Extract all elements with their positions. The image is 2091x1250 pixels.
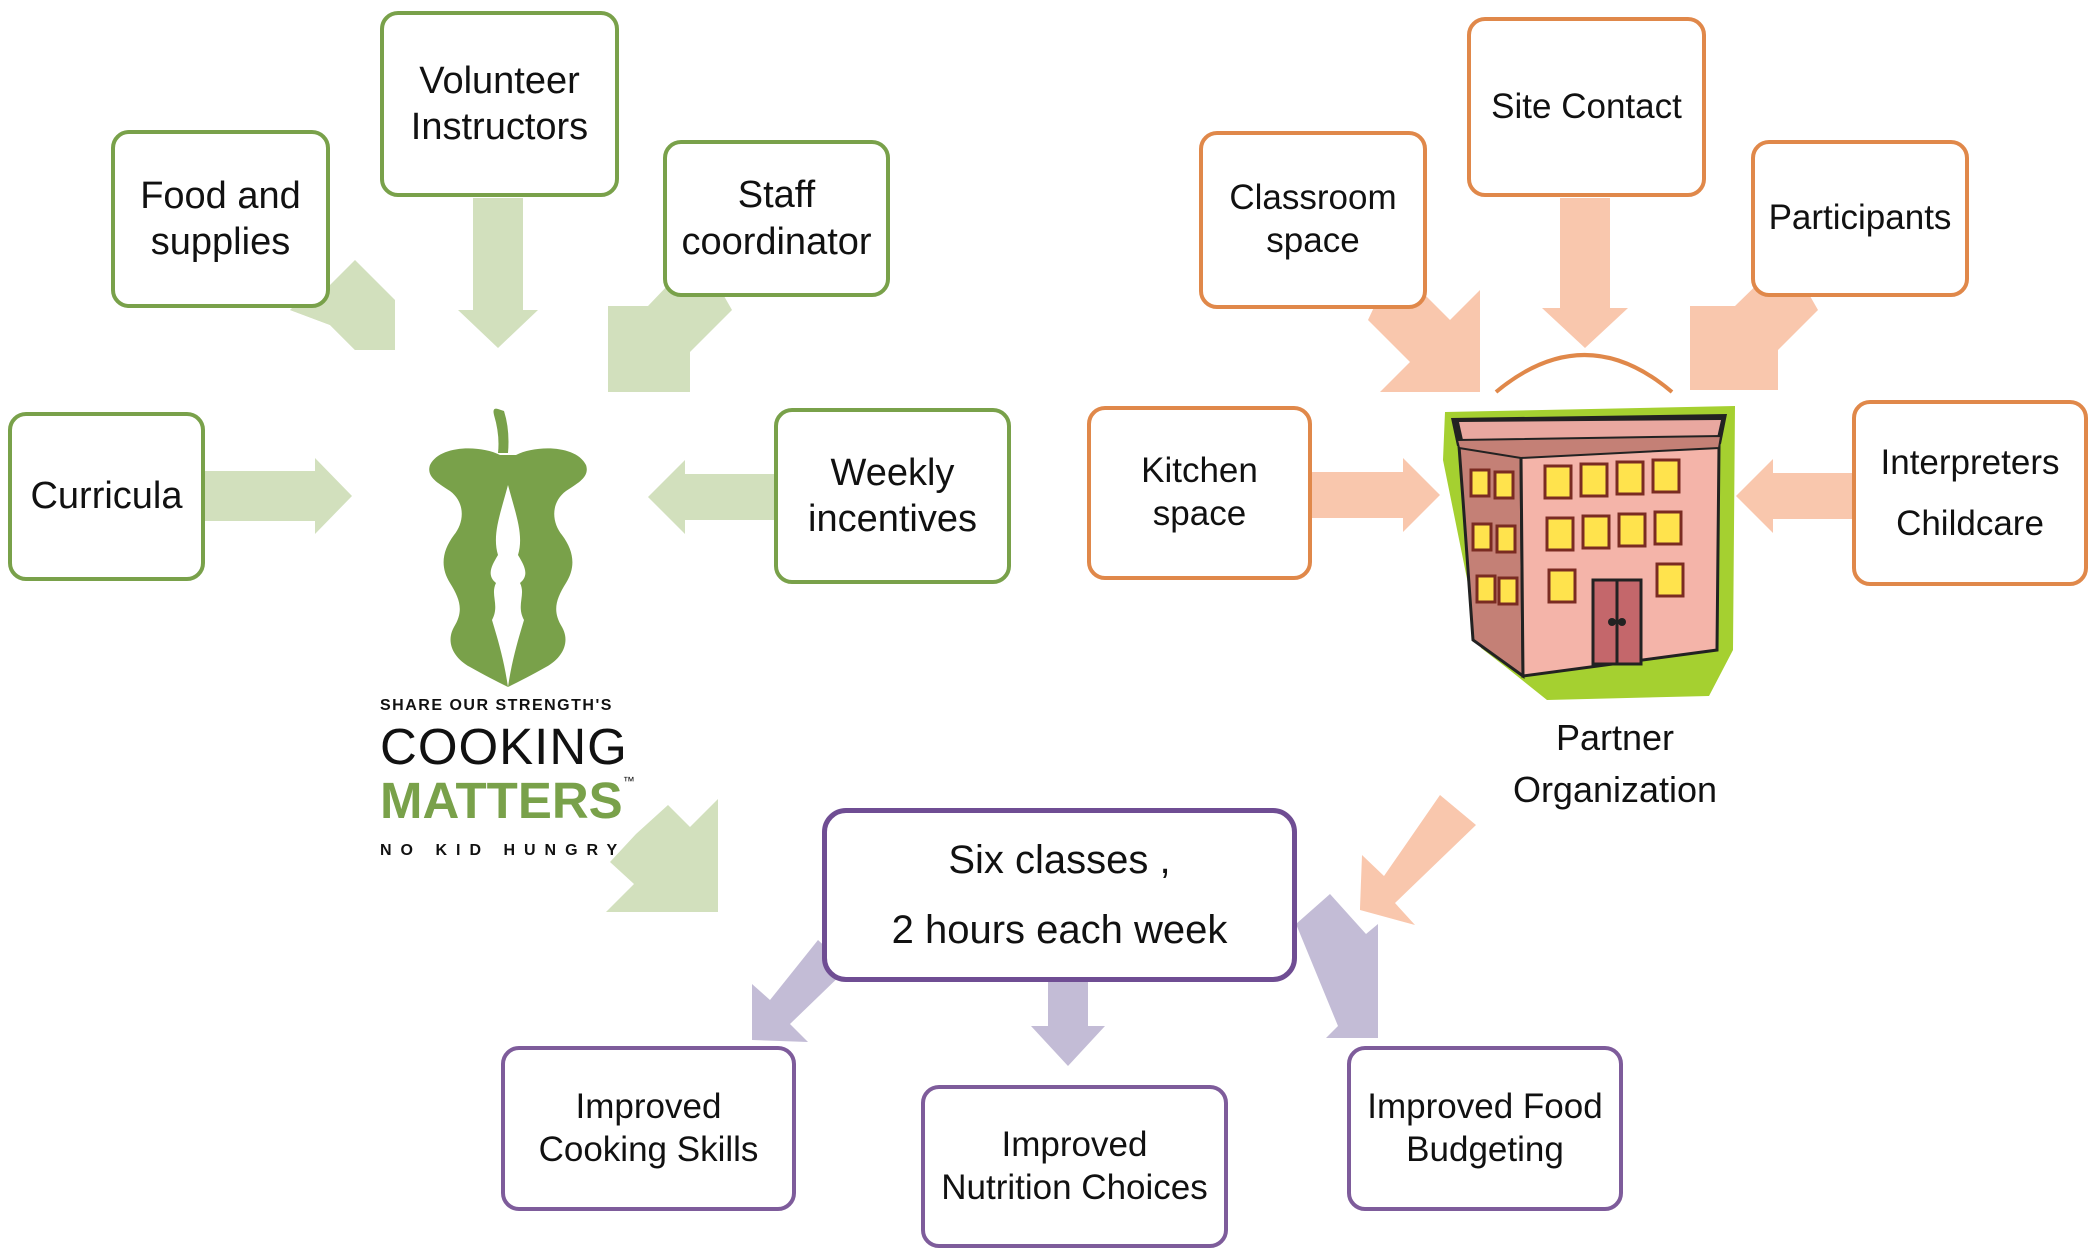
curricula-line1: Curricula	[30, 475, 183, 518]
nutrition-choices-line1: Improved	[1001, 1124, 1148, 1164]
food-budgeting-line2: Budgeting	[1406, 1129, 1564, 1169]
food-and-supplies-box: Food and supplies	[111, 130, 330, 308]
site-contact-box: Site Contact	[1467, 17, 1706, 197]
partner-label-line2: Organization	[1512, 769, 1718, 811]
partner-organization-label: Partner Organization	[1470, 712, 1760, 816]
participants-box: Participants	[1751, 140, 1969, 297]
kitchen-space-line1: Kitchen	[1141, 451, 1258, 491]
kitchen-space-line2: space	[1152, 494, 1247, 533]
staff-coordinator-line1: Staff	[737, 174, 816, 217]
logo-line1: SHARE OUR STRENGTH'S	[380, 697, 613, 714]
staff-coordinator-box: Staff coordinator	[663, 140, 890, 297]
classroom-space-line2: space	[1266, 221, 1360, 260]
volunteer-instructors-box: Volunteer Instructors	[380, 11, 619, 197]
classroom-space-box: Classroom space	[1199, 131, 1427, 309]
interpreters-childcare-box: Interpreters Childcare	[1852, 400, 2088, 586]
interpreters-childcare-line1: Interpreters	[1880, 442, 2060, 482]
interpreters-childcare-line2: Childcare	[1896, 504, 2044, 543]
partner-label-line1: Partner	[1555, 717, 1675, 758]
arrow-interpreters-to-partner	[1736, 459, 1853, 533]
cooking-matters-logo: SHARE OUR STRENGTH'S COOKING MATTERS™ NO…	[380, 405, 645, 865]
cooking-skills-line2: Cooking Skills	[538, 1129, 759, 1169]
site-contact-line1: Site Contact	[1491, 86, 1682, 126]
nutrition-choices-box: Improved Nutrition Choices	[921, 1085, 1228, 1248]
weekly-incentives-box: Weekly incentives	[774, 408, 1011, 584]
participants-line1: Participants	[1768, 198, 1952, 238]
logo-line2: COOKING	[380, 718, 628, 775]
volunteer-instructors-line2: Instructors	[410, 106, 589, 148]
weekly-incentives-line1: Weekly	[830, 451, 955, 494]
cooking-skills-box: Improved Cooking Skills	[501, 1046, 796, 1211]
food-and-supplies-line1: Food and	[140, 174, 301, 217]
food-budgeting-line1: Improved Food	[1367, 1086, 1603, 1126]
staff-coordinator-line2: coordinator	[681, 220, 872, 263]
arrow-kitchen-to-partner	[1312, 458, 1440, 532]
volunteer-instructors-line1: Volunteer	[419, 59, 580, 102]
arrow-cookingmatters-to-program	[606, 799, 718, 912]
logo-line4: NO KID HUNGRY	[380, 842, 627, 859]
apple-core-icon	[429, 408, 587, 687]
food-budgeting-box: Improved Food Budgeting	[1347, 1046, 1623, 1211]
program-line2: 2 hours each week	[891, 908, 1228, 952]
arrow-volunteer-to-cookingmatters	[458, 198, 538, 348]
classroom-space-line1: Classroom	[1229, 178, 1397, 218]
kitchen-space-box: Kitchen space	[1087, 406, 1312, 580]
arrow-sitecontact-to-partner	[1542, 198, 1628, 348]
food-and-supplies-line2: supplies	[150, 221, 291, 263]
arrow-curricula-to-cookingmatters	[205, 458, 352, 534]
weekly-incentives-line2: incentives	[808, 498, 977, 540]
logo-line3: MATTERS™	[380, 775, 645, 826]
nutrition-choices-line2: Nutrition Choices	[941, 1167, 1208, 1207]
curricula-box: Curricula	[8, 412, 205, 581]
arrow-weekly-to-cookingmatters	[648, 460, 775, 534]
arrow-partner-to-program	[1360, 795, 1476, 925]
program-line1: Six classes ,	[948, 838, 1171, 882]
partner-arc	[1494, 353, 1674, 394]
logo-line3-text: MATTERS	[380, 772, 623, 829]
logo-trademark: ™	[622, 774, 635, 788]
arrow-program-to-budgeting	[1296, 894, 1378, 1038]
arrow-program-to-nutrition	[1031, 980, 1105, 1066]
partner-building-icon	[1443, 406, 1735, 700]
cooking-skills-line1: Improved	[575, 1086, 722, 1126]
program-box: Six classes , 2 hours each week	[822, 808, 1297, 982]
